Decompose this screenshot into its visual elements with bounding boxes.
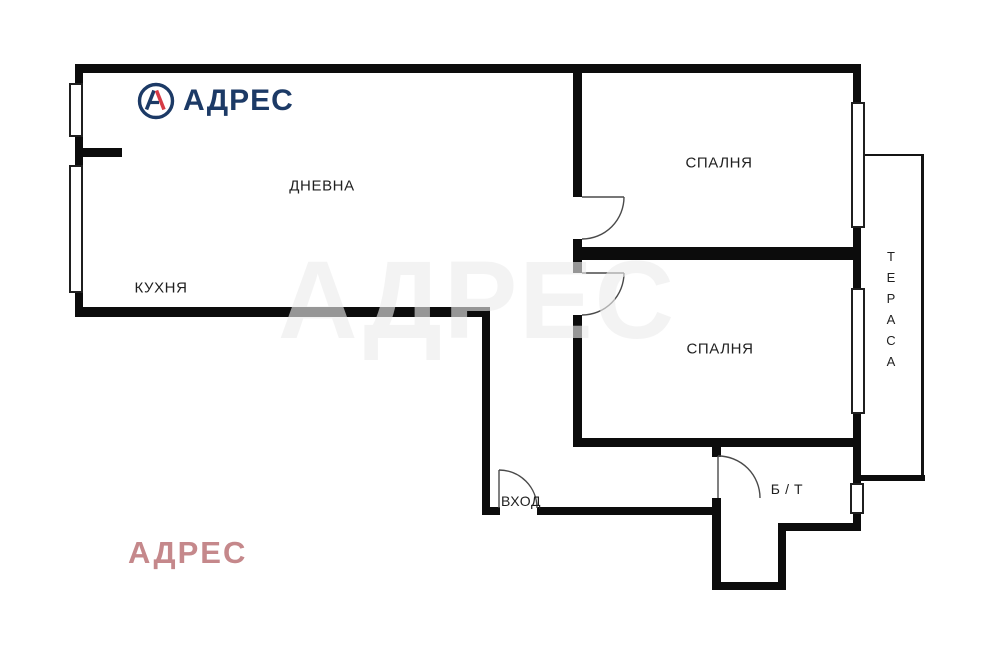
wall-bottom-right-of-door bbox=[537, 507, 718, 515]
room-label-entrance: ВХОД bbox=[500, 493, 542, 509]
terrace-top-line bbox=[864, 154, 924, 156]
wall-bedroom2-bottom bbox=[573, 438, 861, 447]
room-label-bedroom1: СПАЛНЯ bbox=[685, 154, 753, 172]
bottom-watermark: АДРЕС bbox=[128, 535, 248, 570]
wall-bath-door-stub bbox=[712, 447, 721, 457]
door-bedroom1-arc bbox=[581, 196, 625, 240]
wall-bottom-right bbox=[778, 523, 861, 531]
room-label-terrace: ТЕРАСА bbox=[883, 249, 899, 375]
window-kitchen-lower bbox=[69, 165, 83, 293]
room-label-bathroom: Б / Т bbox=[770, 481, 804, 497]
brand-a-icon bbox=[137, 82, 175, 120]
brand-logo: АДРЕС bbox=[136, 81, 294, 121]
wall-bath-left bbox=[712, 498, 721, 590]
room-label-kitchen: КУХНЯ bbox=[134, 279, 188, 297]
wall-nook-bottom bbox=[712, 582, 786, 590]
wall-kitchen-stub bbox=[83, 148, 122, 157]
wall-between-bedrooms bbox=[575, 247, 861, 260]
wall-divider-lower bbox=[573, 315, 582, 447]
terrace-right-line bbox=[921, 154, 924, 481]
brand-name: АДРЕС bbox=[183, 84, 294, 117]
room-label-living: ДНЕВНА bbox=[289, 177, 355, 195]
wall-top bbox=[75, 64, 861, 73]
room-label-bedroom2: СПАЛНЯ bbox=[686, 340, 754, 358]
window-bedroom2 bbox=[851, 288, 865, 414]
wall-bottom-left-of-door bbox=[482, 507, 500, 515]
wall-nook-right bbox=[778, 523, 786, 590]
door-bathroom-arc bbox=[717, 455, 761, 499]
door-bedroom2-arc bbox=[581, 272, 625, 316]
wall-hall-left bbox=[482, 307, 490, 515]
window-bedroom1 bbox=[851, 102, 865, 228]
wall-divider-upper bbox=[573, 64, 582, 197]
terrace-bottom-line bbox=[858, 475, 925, 481]
window-bathroom bbox=[850, 483, 864, 514]
wall-kitchen-bottom bbox=[75, 307, 490, 317]
window-kitchen-upper bbox=[69, 83, 83, 137]
door-entrance-arc bbox=[498, 469, 538, 509]
